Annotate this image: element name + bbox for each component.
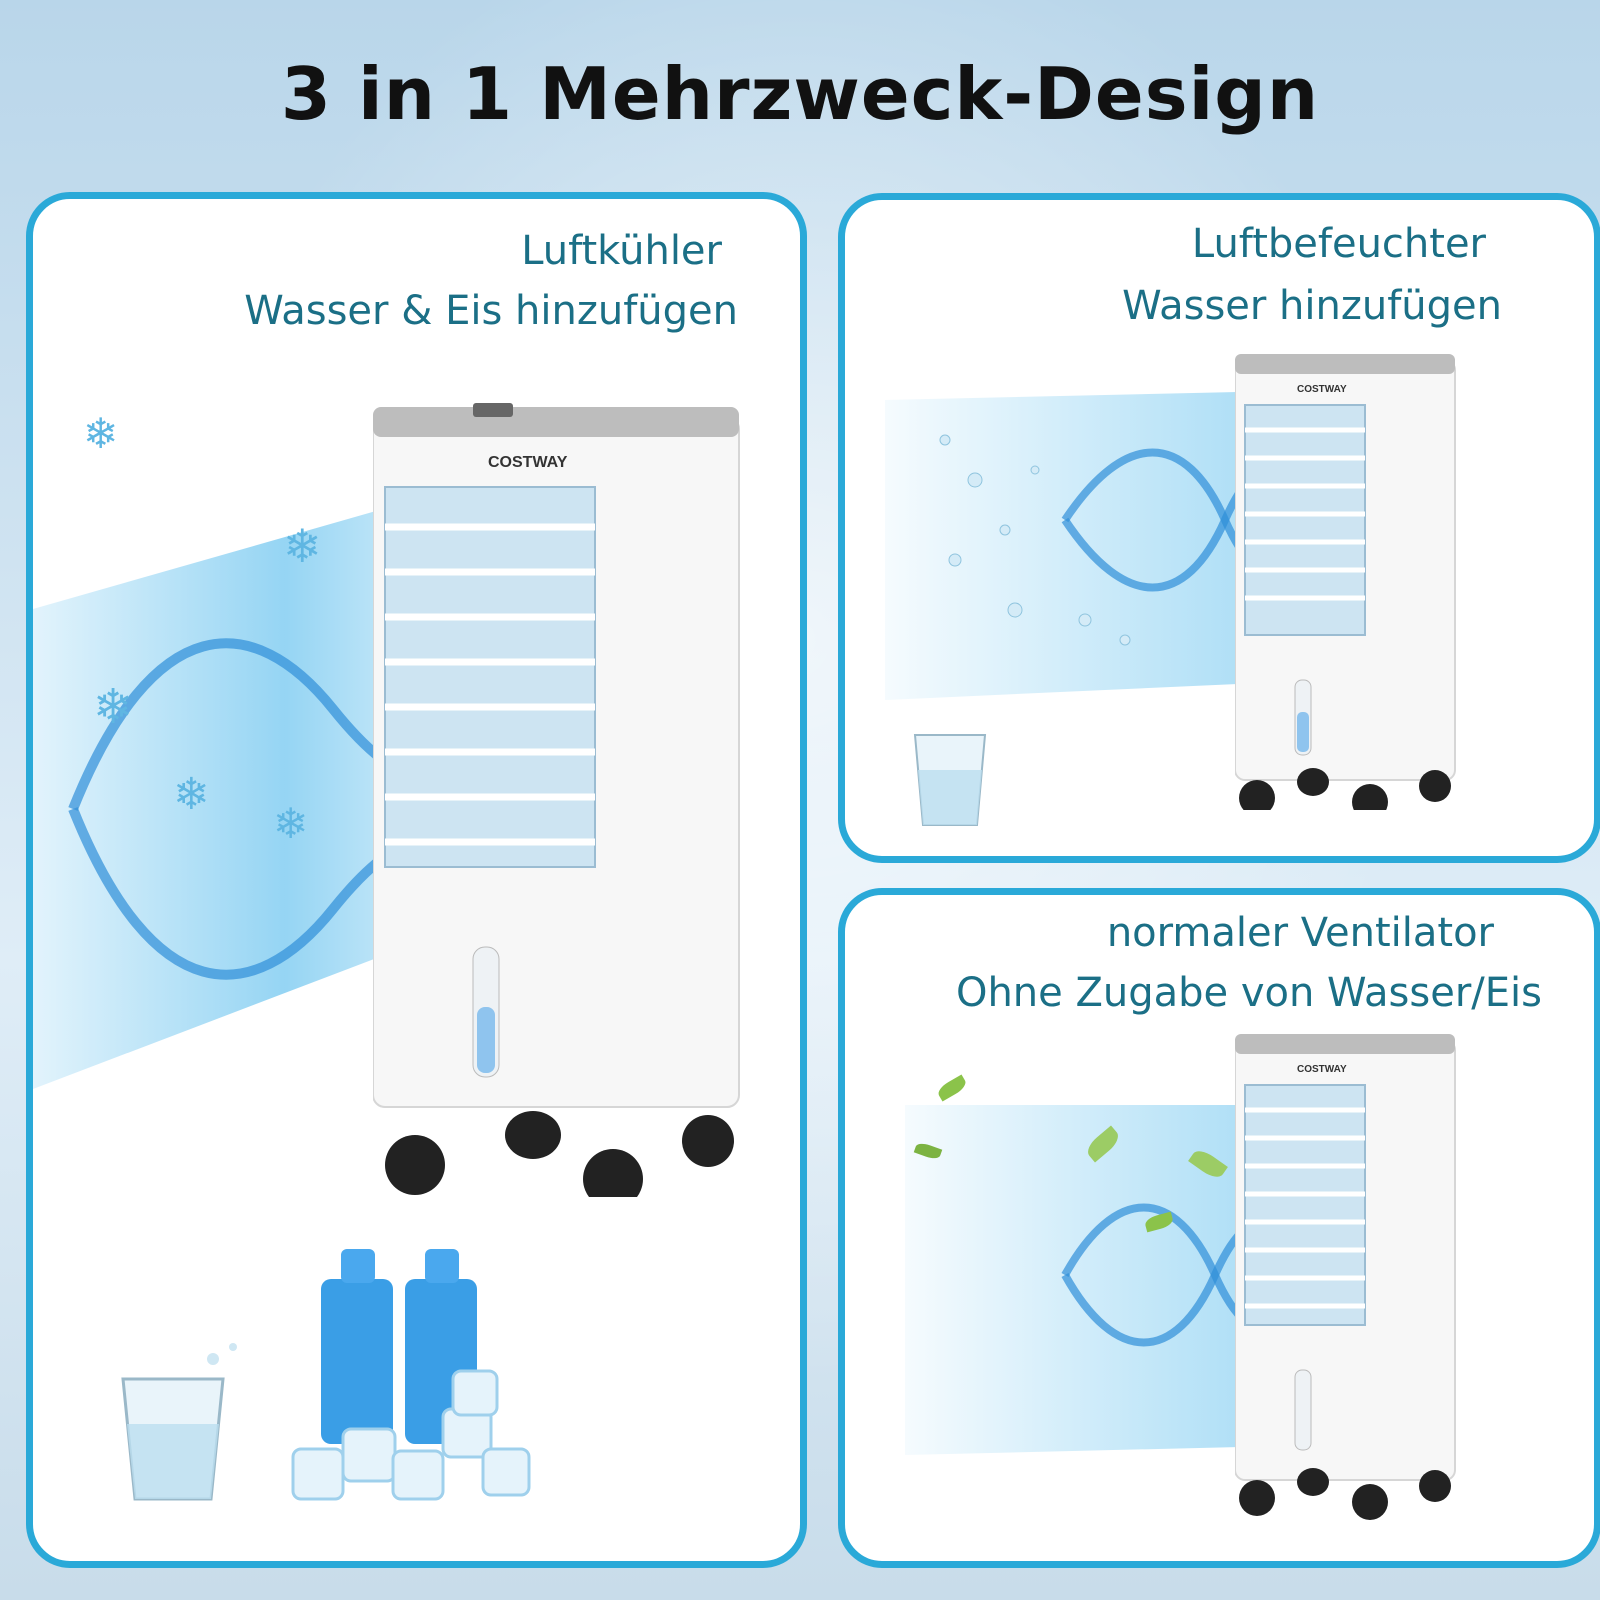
water-glass-icon [913, 734, 987, 826]
snowflake-icon: ❄ [93, 679, 134, 735]
panel-title: Luftkühler [521, 228, 722, 274]
panel-title: normaler Ventilator [1106, 910, 1494, 956]
snowflake-icon: ❄ [273, 799, 309, 848]
ice-cube-icon [291, 1369, 531, 1501]
panel-title: Luftbefeuchter [1191, 221, 1486, 267]
snowflake-icon: ❄ [173, 769, 210, 820]
brand-logo: COSTWAY [1297, 1064, 1347, 1075]
panel-subtitle: Ohne Zugabe von Wasser/Eis [955, 970, 1542, 1016]
panel-subtitle: Wasser & Eis hinzufügen [244, 288, 738, 334]
water-glass-icon [121, 1343, 237, 1501]
panel-humidifier: Luftbefeuchter Wasser hinzufügen COSTWAY [838, 193, 1600, 863]
air-cooler-image: COSTWAY [373, 403, 740, 1197]
brand-logo: COSTWAY [1297, 384, 1347, 395]
page-title: 3 in 1 Mehrzweck-Design [280, 52, 1320, 136]
air-cooler-image: COSTWAY [1235, 354, 1456, 810]
snowflake-icon: ❄ [83, 409, 119, 458]
panel-normal-fan: normaler Ventilator Ohne Zugabe von Wass… [838, 888, 1600, 1568]
panel-air-cooler: Luftkühler Wasser & Eis hinzufügen ❄ ❄ ❄… [26, 192, 807, 1568]
brand-logo: COSTWAY [488, 454, 568, 471]
air-cooler-image: COSTWAY [1235, 1034, 1456, 1520]
panel-subtitle: Wasser hinzufügen [1122, 283, 1502, 329]
snowflake-icon: ❄ [283, 519, 322, 573]
